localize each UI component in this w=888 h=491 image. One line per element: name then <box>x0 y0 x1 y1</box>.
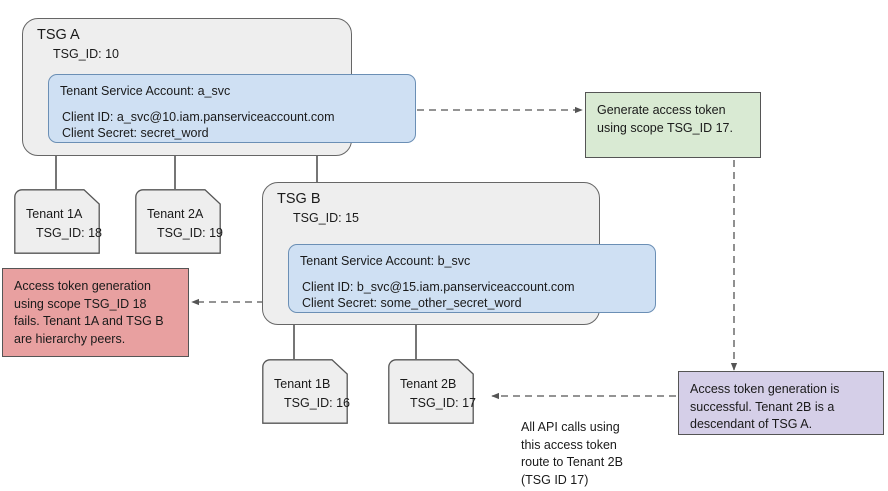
tenant-1a-id: TSG_ID: 18 <box>36 226 102 240</box>
a-svc-account-title: Tenant Service Account: a_svc <box>60 84 231 98</box>
a-svc-client-secret: Client Secret: secret_word <box>62 126 209 140</box>
tsg-b-title: TSG B <box>277 191 321 207</box>
tenant-box-2a[interactable]: Tenant 2A TSG_ID: 19 <box>135 189 223 254</box>
b-svc-account-title: Tenant Service Account: b_svc <box>300 254 471 268</box>
tsg-a-id: TSG_ID: 10 <box>53 47 119 61</box>
a-svc-client-id: Client ID: a_svc@10.iam.panserviceaccoun… <box>62 110 335 124</box>
note-token-generation-fails[interactable]: Access token generation using scope TSG_… <box>2 268 189 357</box>
tenant-2a-name: Tenant 2A <box>147 207 204 221</box>
caption-api-call-routing: All API calls using this access token ro… <box>521 420 623 487</box>
tenant-box-2b[interactable]: Tenant 2B TSG_ID: 17 <box>388 359 476 424</box>
tenant-box-1b[interactable]: Tenant 1B TSG_ID: 16 <box>262 359 350 424</box>
tenant-1b-id: TSG_ID: 16 <box>284 396 350 410</box>
tenant-2a-shape <box>135 189 221 254</box>
tenant-2a-id: TSG_ID: 19 <box>157 226 223 240</box>
b-svc-client-secret: Client Secret: some_other_secret_word <box>302 296 522 310</box>
b-svc-client-id: Client ID: b_svc@15.iam.panserviceaccoun… <box>302 280 575 294</box>
tenant-1b-name: Tenant 1B <box>274 377 331 391</box>
tsg-b-id: TSG_ID: 15 <box>293 211 359 225</box>
tenant-1b-shape <box>262 359 348 424</box>
tenant-2b-id: TSG_ID: 17 <box>410 396 476 410</box>
tenant-2b-shape <box>388 359 474 424</box>
note-generate-access-token[interactable]: Generate access token using scope TSG_ID… <box>585 92 761 158</box>
tenant-box-1a[interactable]: Tenant 1A TSG_ID: 18 <box>14 189 102 254</box>
tsg-a-title: TSG A <box>37 27 80 43</box>
tenant-1a-name: Tenant 1A <box>26 207 83 221</box>
service-account-card-b-svc[interactable]: Tenant Service Account: b_svc Client ID:… <box>288 244 656 313</box>
service-account-card-a-svc[interactable]: Tenant Service Account: a_svc Client ID:… <box>48 74 416 143</box>
note-token-generation-successful[interactable]: Access token generation is successful. T… <box>678 371 884 435</box>
tenant-2b-name: Tenant 2B <box>400 377 457 391</box>
tenant-1a-shape <box>14 189 100 254</box>
